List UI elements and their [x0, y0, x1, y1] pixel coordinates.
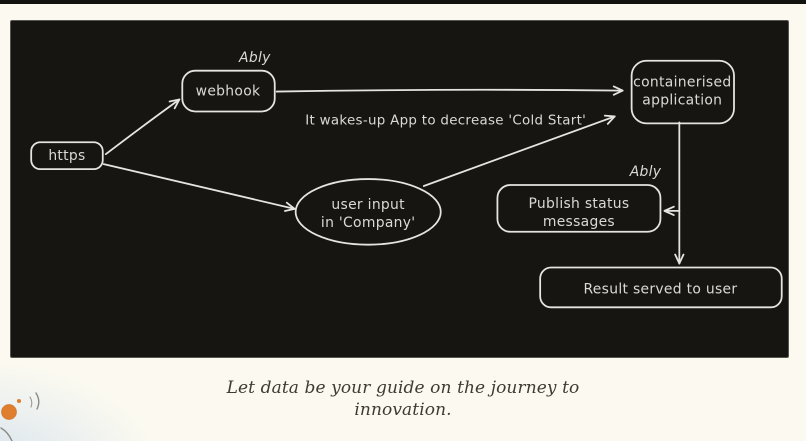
- node-containerised-line1: containerised: [633, 75, 731, 91]
- decoration-squiggle-1: [35, 392, 40, 410]
- flow-diagram-svg: https webhook Ably containerised applica…: [30, 50, 783, 309]
- ably-label-publish: Ably: [629, 164, 662, 180]
- node-user-input-line2: in 'Company': [321, 215, 415, 231]
- caption-line1: Let data be your guide on the journey to: [226, 378, 580, 398]
- decoration-orange-dot: [17, 399, 21, 403]
- caption-line2: innovation.: [354, 400, 452, 420]
- node-result-label: Result served to user: [583, 281, 737, 297]
- ably-label-webhook: Ably: [238, 50, 271, 66]
- arrow-user-input-to-containerised: [422, 114, 616, 187]
- wakeup-annotation: It wakes-up App to decrease 'Cold Start': [305, 113, 586, 128]
- node-result: Result served to user: [539, 266, 783, 309]
- decoration-squiggle-3: [0, 427, 13, 441]
- node-webhook: webhook: [181, 69, 276, 113]
- top-strip: [0, 0, 806, 4]
- node-containerised-application: containerised application: [630, 59, 735, 125]
- caption: Let data be your guide on the journey to…: [0, 377, 806, 421]
- node-publish-status: Publish status messages: [496, 184, 662, 233]
- node-containerised-line2: application: [642, 93, 722, 109]
- node-webhook-label: webhook: [196, 84, 261, 100]
- arrow-containerised-to-result: [674, 121, 685, 265]
- arrow-webhook-to-containerised: [275, 85, 624, 96]
- node-https: https: [30, 141, 104, 171]
- sparkle-decoration: [0, 392, 40, 441]
- node-publish-line1: Publish status: [528, 196, 629, 212]
- node-user-input: user input in 'Company': [294, 178, 442, 246]
- diagram-panel: https webhook Ably containerised applica…: [10, 20, 789, 358]
- arrow-branch-to-publish: [663, 205, 681, 216]
- node-publish-line2: messages: [543, 214, 615, 230]
- arrow-https-to-webhook: [104, 98, 181, 156]
- node-user-input-line1: user input: [331, 197, 405, 213]
- node-https-label: https: [48, 148, 85, 164]
- decoration-squiggle-2: [29, 396, 33, 408]
- arrow-https-to-user-input: [102, 163, 296, 212]
- decoration-orange-circle: [1, 404, 17, 420]
